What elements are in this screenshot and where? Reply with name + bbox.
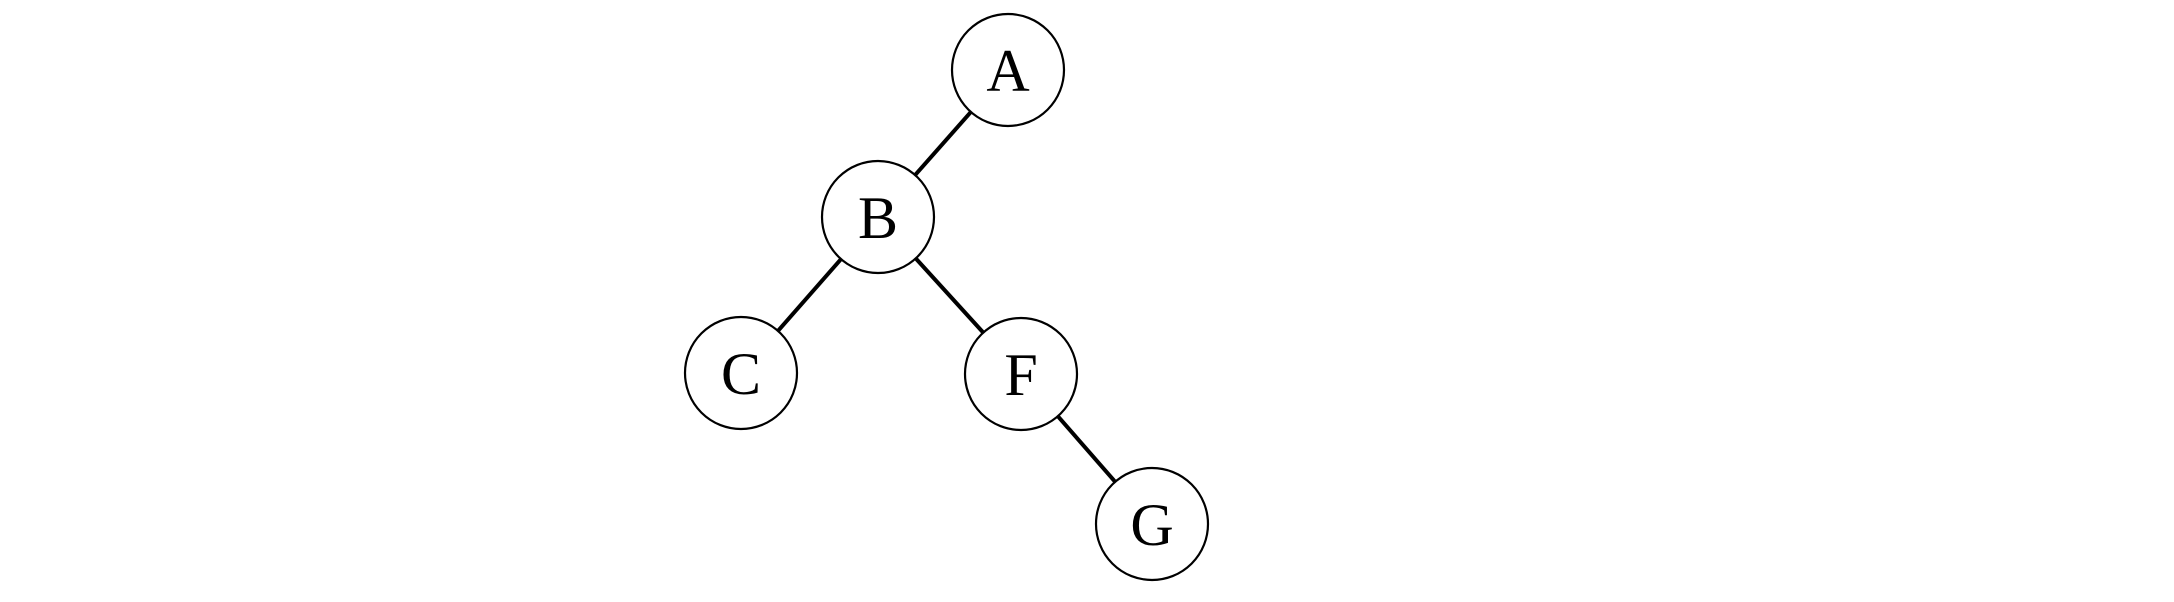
nodes-layer: A B C F G <box>683 12 1210 582</box>
graph-node-c[interactable]: C <box>683 315 799 431</box>
graph-node-circle-f[interactable] <box>963 316 1079 432</box>
graph-node-g[interactable]: G <box>1094 466 1210 582</box>
graph-node-circle-a[interactable] <box>950 12 1066 128</box>
graph-node-label-f: F <box>1004 342 1037 408</box>
graph-node-label-a: A <box>986 38 1029 104</box>
graph-edge-b-c <box>776 257 843 333</box>
graph-edge-b-f <box>914 257 985 334</box>
graph-node-a[interactable]: A <box>950 12 1066 128</box>
graph-node-label-b: B <box>858 185 898 251</box>
graph-node-circle-g[interactable] <box>1094 466 1210 582</box>
graph-node-label-c: C <box>721 341 761 407</box>
edges-layer <box>776 110 1117 484</box>
graph-node-label-g: G <box>1130 492 1173 558</box>
graph-node-f[interactable]: F <box>963 316 1079 432</box>
graph-edge-a-b <box>913 110 973 177</box>
graph-node-circle-b[interactable] <box>820 159 936 275</box>
graph-edge-f-g <box>1056 414 1117 484</box>
graph-node-b[interactable]: B <box>820 159 936 275</box>
graph-node-circle-c[interactable] <box>683 315 799 431</box>
